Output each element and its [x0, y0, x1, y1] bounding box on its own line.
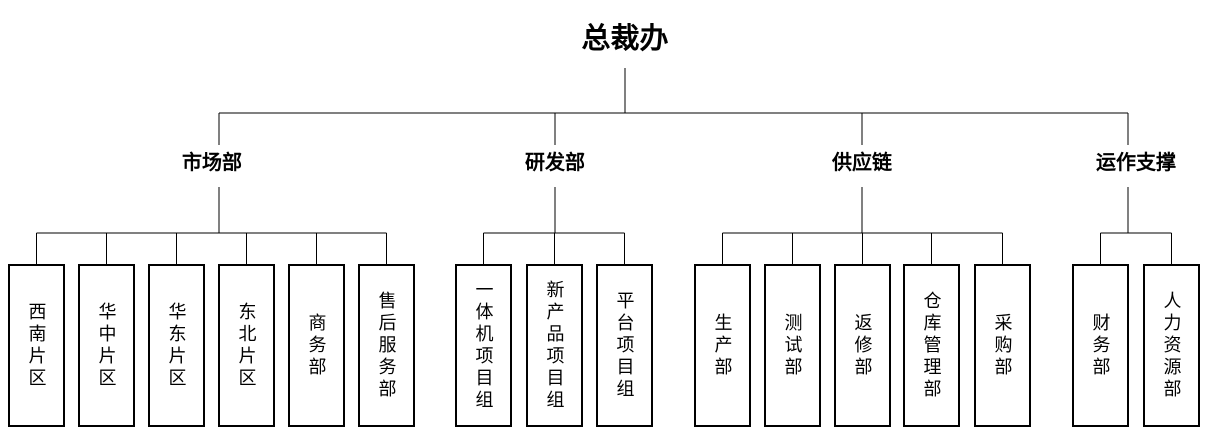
node-southwest-region: 西南片区: [8, 264, 65, 427]
connector-group-marketing: [35, 187, 388, 264]
node-label: 西南片区: [26, 301, 47, 390]
node-label: 新产品项目组: [544, 279, 565, 412]
node-label: 仓库管理部: [921, 290, 942, 401]
node-finance-dept: 财务部: [1072, 264, 1129, 427]
node-production-dept: 生产部: [694, 264, 751, 427]
node-label: 平台项目组: [614, 290, 635, 401]
node-president-office: 总裁办: [581, 23, 669, 55]
node-label: 一体机项目组: [473, 279, 494, 412]
node-label: 测试部: [782, 312, 803, 379]
node-supply-chain: 供应链: [832, 152, 892, 174]
node-label: 华中片区: [96, 301, 117, 390]
node-label: 商务部: [306, 312, 327, 379]
node-testing-dept: 测试部: [764, 264, 821, 427]
node-label: 返修部: [852, 312, 873, 379]
node-marketing-dept: 市场部: [182, 152, 242, 174]
node-label: 采购部: [992, 312, 1013, 379]
node-rnd-dept: 研发部: [525, 152, 585, 174]
node-warehouse-management-dept: 仓库管理部: [903, 264, 960, 427]
node-procurement-dept: 采购部: [974, 264, 1031, 427]
node-label: 华东片区: [166, 301, 187, 390]
node-central-china-region: 华中片区: [78, 264, 135, 427]
connector-group-rnd: [482, 187, 626, 264]
node-hr-dept: 人力资源部: [1143, 264, 1200, 427]
node-repair-dept: 返修部: [834, 264, 891, 427]
node-after-sales-service-dept: 售后服务部: [358, 264, 415, 427]
connector-root: [218, 68, 1129, 145]
node-label: 售后服务部: [376, 290, 397, 401]
node-platform-project-team: 平台项目组: [596, 264, 653, 427]
node-commerce-dept: 商务部: [288, 264, 345, 427]
node-new-product-project-team: 新产品项目组: [526, 264, 583, 427]
node-east-china-region: 华东片区: [148, 264, 205, 427]
node-northeast-region: 东北片区: [218, 264, 275, 427]
node-label: 生产部: [712, 312, 733, 379]
node-all-in-one-project-team: 一体机项目组: [455, 264, 512, 427]
node-label: 东北片区: [236, 301, 257, 390]
node-operations-support: 运作支撑: [1096, 152, 1176, 174]
connector-group-supply-chain: [721, 187, 1004, 264]
connector-group-operations-support: [1099, 187, 1173, 264]
node-label: 人力资源部: [1161, 290, 1182, 401]
node-label: 财务部: [1090, 312, 1111, 379]
